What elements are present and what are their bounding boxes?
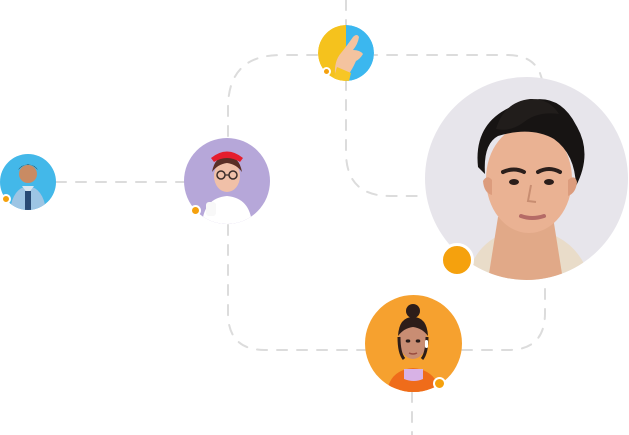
status-dot (190, 205, 201, 216)
avatar-large-right[interactable] (425, 77, 628, 280)
avatar-top-center[interactable] (318, 25, 374, 81)
avatar-middle-left[interactable] (184, 138, 270, 224)
connection-line-top-loop (227, 54, 544, 177)
status-dot (440, 243, 474, 277)
avatar-bottom-center[interactable] (365, 295, 462, 392)
connection-line-vertical-center (345, 0, 426, 197)
status-dot (1, 194, 11, 204)
status-dot (322, 67, 331, 76)
status-dot (433, 377, 446, 390)
avatar-small-left[interactable] (0, 154, 56, 210)
connection-line-bottom-loop (227, 224, 367, 351)
connection-line-bottom-right (461, 283, 546, 351)
person-avatar-icon (365, 295, 462, 392)
